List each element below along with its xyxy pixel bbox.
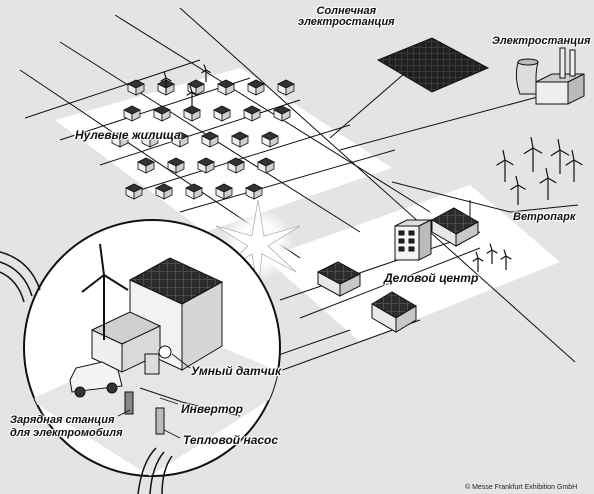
power-plant-label: Электростанция xyxy=(492,35,591,47)
house-icon xyxy=(123,105,141,122)
house-icon xyxy=(257,157,275,174)
house-icon xyxy=(201,131,219,148)
house-icon xyxy=(277,79,295,96)
house-icon xyxy=(215,183,233,200)
house-icon xyxy=(197,157,215,174)
power-cables xyxy=(0,251,173,494)
house-icon xyxy=(243,105,261,122)
house-icon xyxy=(261,131,279,148)
house-icon xyxy=(111,131,129,148)
zero-homes-cluster xyxy=(111,79,295,200)
heat-pump-label: Тепловой насос xyxy=(183,433,279,447)
wind-turbine-icon xyxy=(486,243,498,264)
charging-station-label: Зарядная станция для электромобиля xyxy=(10,414,123,439)
house-icon xyxy=(231,131,249,148)
house-icon xyxy=(213,105,231,122)
house-icon xyxy=(127,79,145,96)
house-icon xyxy=(245,183,263,200)
house-detail-circle xyxy=(23,219,281,477)
house-icon xyxy=(183,105,201,122)
house-icon xyxy=(185,183,203,200)
wind-turbine-icon xyxy=(472,251,484,272)
house-icon xyxy=(273,105,291,122)
wind-turbine-icon xyxy=(539,167,557,200)
wind-turbine-icon xyxy=(510,175,526,205)
business-turbines xyxy=(472,243,512,272)
house-icon xyxy=(171,131,189,148)
residential-ground xyxy=(55,68,392,232)
wind-park-icon xyxy=(496,137,583,205)
business-center-icon xyxy=(316,207,480,333)
solar-plant-icon xyxy=(376,37,490,93)
wind-turbine-icon xyxy=(496,149,514,182)
house-icon xyxy=(153,105,171,122)
house-icon xyxy=(167,157,185,174)
residential-turbines xyxy=(160,64,211,106)
house-icon xyxy=(155,183,173,200)
house-icon xyxy=(137,157,155,174)
house-icon xyxy=(141,131,159,148)
wind-turbine-icon xyxy=(186,85,198,106)
inverter-label: Инвертор xyxy=(181,402,244,416)
business-center-label: Деловой центр xyxy=(384,271,479,285)
house-icon xyxy=(247,79,265,96)
label-leaders xyxy=(117,353,191,439)
wind-turbine-icon xyxy=(500,249,512,270)
wind-turbine-icon xyxy=(565,149,583,182)
wind-turbine-icon xyxy=(523,137,543,172)
house-icon xyxy=(125,183,143,200)
wind-turbine-icon xyxy=(160,71,172,92)
solar-plant-label: Солнечная электростанция xyxy=(298,5,395,28)
house-icon xyxy=(227,157,245,174)
copyright-credit: © Messe Frankfurt Exhibition GmbH xyxy=(465,484,578,491)
wind-turbine-icon xyxy=(201,64,211,82)
wind-park-label: Ветропарк xyxy=(513,211,576,223)
wind-turbine-icon xyxy=(550,139,570,174)
house-icon xyxy=(217,79,235,96)
zero-homes-label: Нулевые жилища xyxy=(75,128,181,142)
power-plant-icon xyxy=(515,47,585,105)
smart-meter-label: Умный датчик xyxy=(191,364,282,378)
grid-lines xyxy=(19,7,579,381)
